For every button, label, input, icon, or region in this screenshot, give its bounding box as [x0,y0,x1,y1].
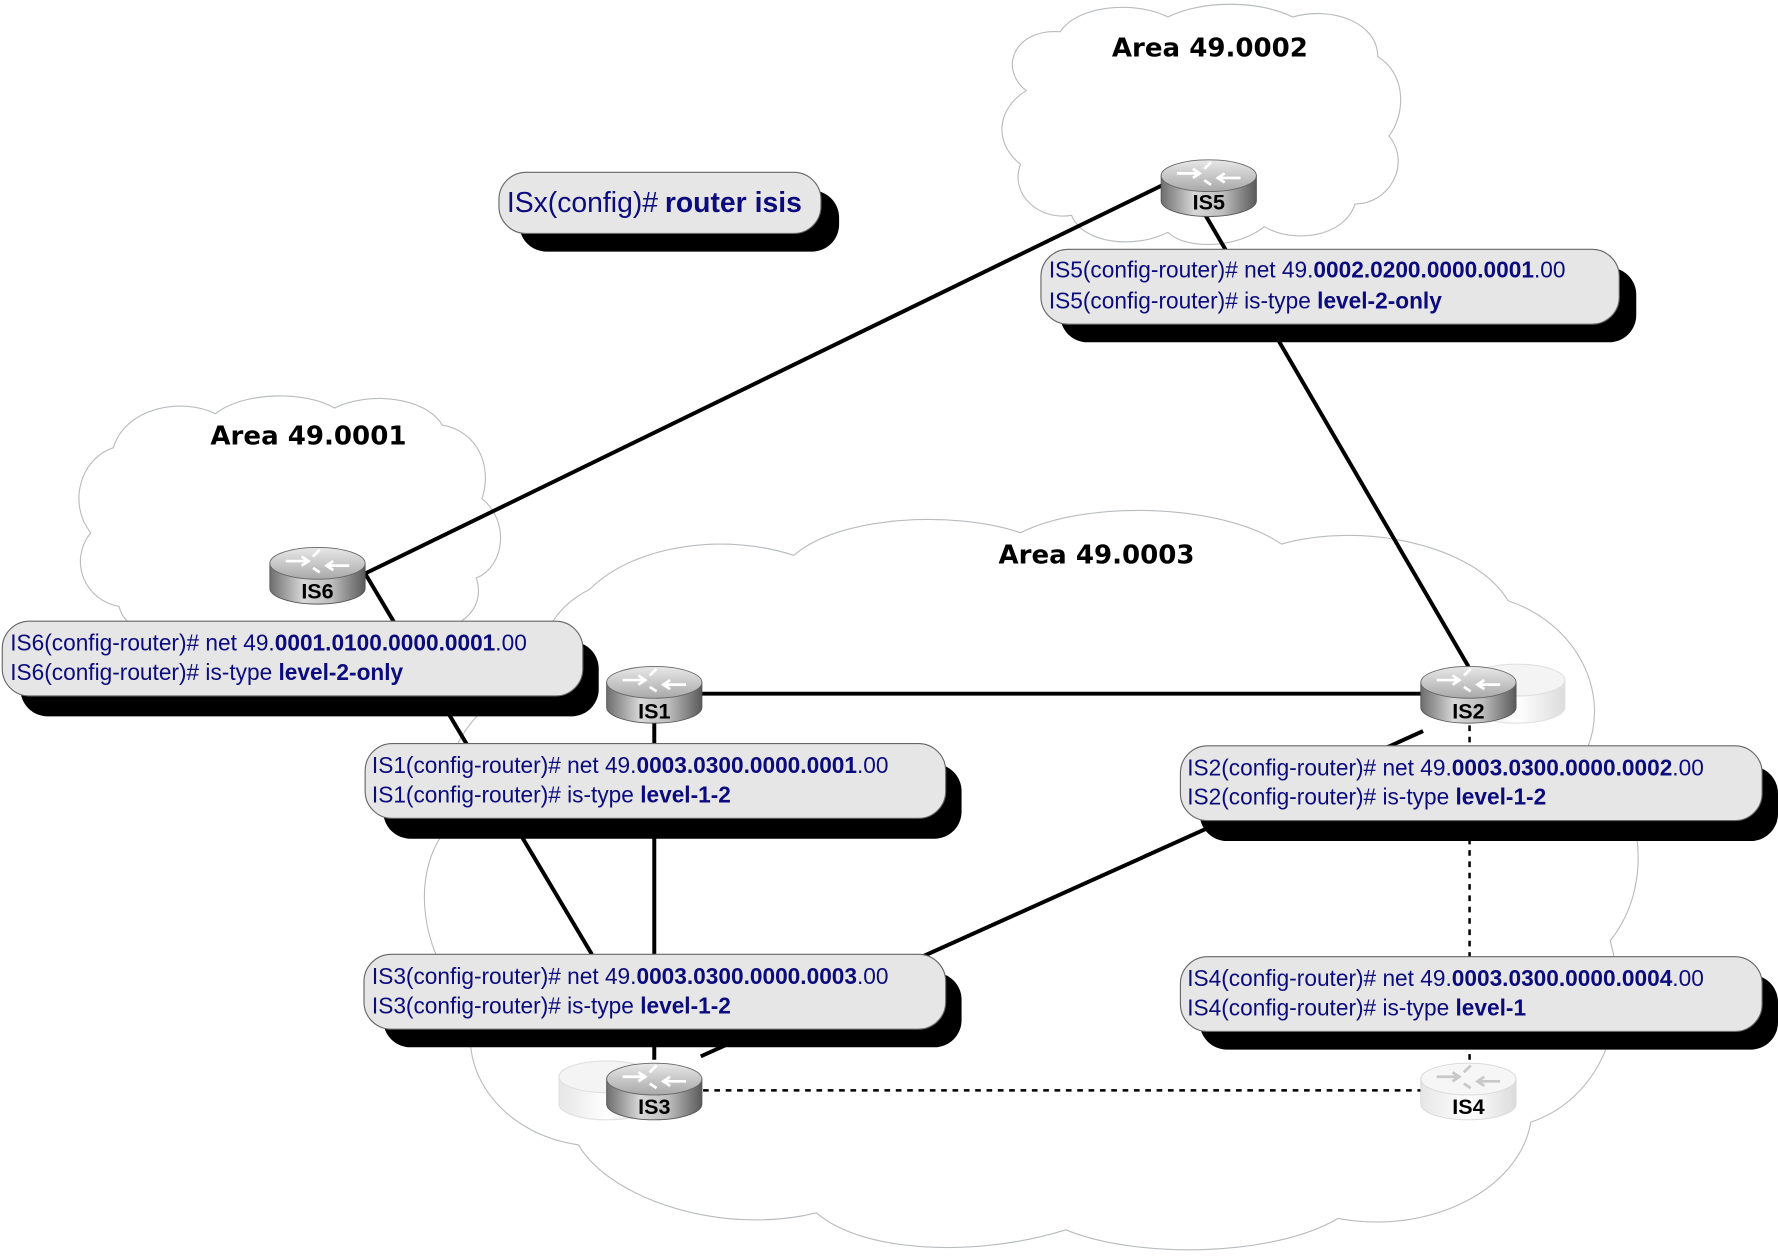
is1-prompt-1: IS1(config-router)# [372,752,561,778]
is1-net-keyword: net 49. [561,752,637,778]
router-arrows-icon [622,1064,687,1090]
global-command: router isis [665,187,802,219]
router-icon-is6 [269,547,366,605]
is6-net-sel: .00 [495,630,527,656]
router-icon-is5 [1160,159,1257,217]
is3-prompt-2: IS3(config-router)# [372,992,561,1018]
is5-net-id: 0002.0200.0000.0001 [1313,257,1534,283]
is6-istype: level-2-only [278,659,403,685]
router-arrows-icon [1436,1064,1501,1090]
is5-prompt-2: IS5(config-router)# [1049,287,1238,313]
is1-net-sel: .00 [857,752,889,778]
is4-prompt-2: IS4(config-router)# [1187,995,1376,1021]
is5-prompt-1: IS5(config-router)# [1049,257,1238,283]
area-label-49-0003: Area 49.0003 [998,540,1194,570]
is3-net-id: 0003.0300.0000.0003 [636,963,857,989]
is6-net-keyword: net 49. [199,630,275,656]
is4-istype: level-1 [1455,995,1526,1021]
cloud-area-49-0003 [423,509,1639,1251]
is2-net-sel: .00 [1672,754,1704,780]
is4-prompt-1: IS4(config-router)# [1187,965,1376,991]
router-arrows-icon [285,548,350,574]
router-icon-is2 [1420,666,1517,724]
router-arrows-icon [1177,161,1241,186]
router-arrows-icon [622,667,687,693]
area-label-49-0002: Area 49.0002 [1112,34,1308,64]
is3-istype-keyword: is-type [561,992,640,1018]
router-label-is1: IS1 [638,700,670,724]
router-icon-is3 [606,1062,703,1121]
svg-text:IS3(config-router)# is-type le: IS3(config-router)# is-type level-1-2 [372,992,731,1018]
is2-istype-keyword: is-type [1376,784,1455,810]
config-box-is6: IS6(config-router)# net 49.0001.0100.000… [1,620,599,717]
cloud-area-49-0001 [78,395,502,656]
config-box-is4: IS4(config-router)# net 49.0003.0300.000… [1179,956,1778,1050]
is4-net-id: 0003.0300.0000.0004 [1452,965,1673,991]
router-label-is4: IS4 [1452,1095,1484,1119]
svg-text:IS4(config-router)# net 49.000: IS4(config-router)# net 49.0003.0300.000… [1187,965,1704,991]
config-box-global: ISx(config)#router isis [498,171,840,252]
svg-text:IS6(config-router)# net 49.000: IS6(config-router)# net 49.0001.0100.000… [10,630,527,656]
is3-prompt-1: IS3(config-router)# [372,963,561,989]
is5-net-keyword: net 49. [1238,257,1314,283]
router-label-is3: IS3 [638,1095,670,1119]
is4-istype-keyword: is-type [1376,995,1455,1021]
is6-prompt-1: IS6(config-router)# [10,630,199,656]
is3-net-sel: .00 [857,963,889,989]
is2-net-keyword: net 49. [1376,754,1452,780]
is2-istype: level-1-2 [1455,784,1546,810]
svg-text:IS1(config-router)# is-type le: IS1(config-router)# is-type level-1-2 [372,781,731,807]
router-arrows-icon [1436,667,1501,693]
is2-prompt-1: IS2(config-router)# [1187,754,1376,780]
svg-text:IS2(config-router)# net 49.000: IS2(config-router)# net 49.0003.0300.000… [1187,754,1704,780]
router-icon-is1 [606,666,703,724]
is5-net-sel: .00 [1534,257,1566,283]
is4-net-sel: .00 [1672,965,1704,991]
is1-istype-keyword: is-type [561,781,640,807]
router-icon-is4 [1420,1062,1517,1121]
is5-istype-keyword: is-type [1238,287,1317,313]
is6-istype-keyword: is-type [199,659,278,685]
is1-net-id: 0003.0300.0000.0001 [636,752,857,778]
link-is6-is5 [364,181,1167,576]
svg-text:IS5(config-router)# net 49.000: IS5(config-router)# net 49.0002.0200.000… [1049,257,1566,283]
router-label-is2: IS2 [1452,700,1484,724]
router-label-is6: IS6 [301,579,333,603]
cloud-area-49-0002 [1001,3,1402,246]
is1-prompt-2: IS1(config-router)# [372,781,561,807]
svg-text:IS4(config-router)# is-type le: IS4(config-router)# is-type level-1 [1187,995,1526,1021]
is5-istype: level-2-only [1317,287,1442,313]
is1-istype: level-1-2 [640,781,731,807]
svg-text:IS6(config-router)# is-type le: IS6(config-router)# is-type level-2-only [10,659,403,685]
global-prompt: ISx(config)# [507,187,658,219]
area-label-49-0001: Area 49.0001 [210,421,406,451]
is2-net-id: 0003.0300.0000.0002 [1452,754,1673,780]
svg-text:ISx(config)#router isis: ISx(config)#router isis [507,187,802,219]
is6-net-id: 0001.0100.0000.0001 [275,630,496,656]
config-box-is1: IS1(config-router)# net 49.0003.0300.000… [364,742,962,839]
is4-net-keyword: net 49. [1376,965,1452,991]
svg-text:IS3(config-router)# net 49.000: IS3(config-router)# net 49.0003.0300.000… [372,963,889,989]
is2-prompt-2: IS2(config-router)# [1187,784,1376,810]
config-box-is5: IS5(config-router)# net 49.0002.0200.000… [1040,248,1637,343]
is6-prompt-2: IS6(config-router)# [10,659,199,685]
svg-text:IS1(config-router)# net 49.000: IS1(config-router)# net 49.0003.0300.000… [372,752,889,778]
is3-istype: level-1-2 [640,992,731,1018]
svg-text:IS5(config-router)# is-type le: IS5(config-router)# is-type level-2-only [1049,287,1442,313]
svg-text:IS2(config-router)# is-type le: IS2(config-router)# is-type level-1-2 [1187,784,1546,810]
config-box-is2: IS2(config-router)# net 49.0003.0300.000… [1179,745,1778,842]
is3-net-keyword: net 49. [561,963,637,989]
router-label-is5: IS5 [1193,191,1225,215]
config-box-is3: IS3(config-router)# net 49.0003.0300.000… [363,953,962,1048]
